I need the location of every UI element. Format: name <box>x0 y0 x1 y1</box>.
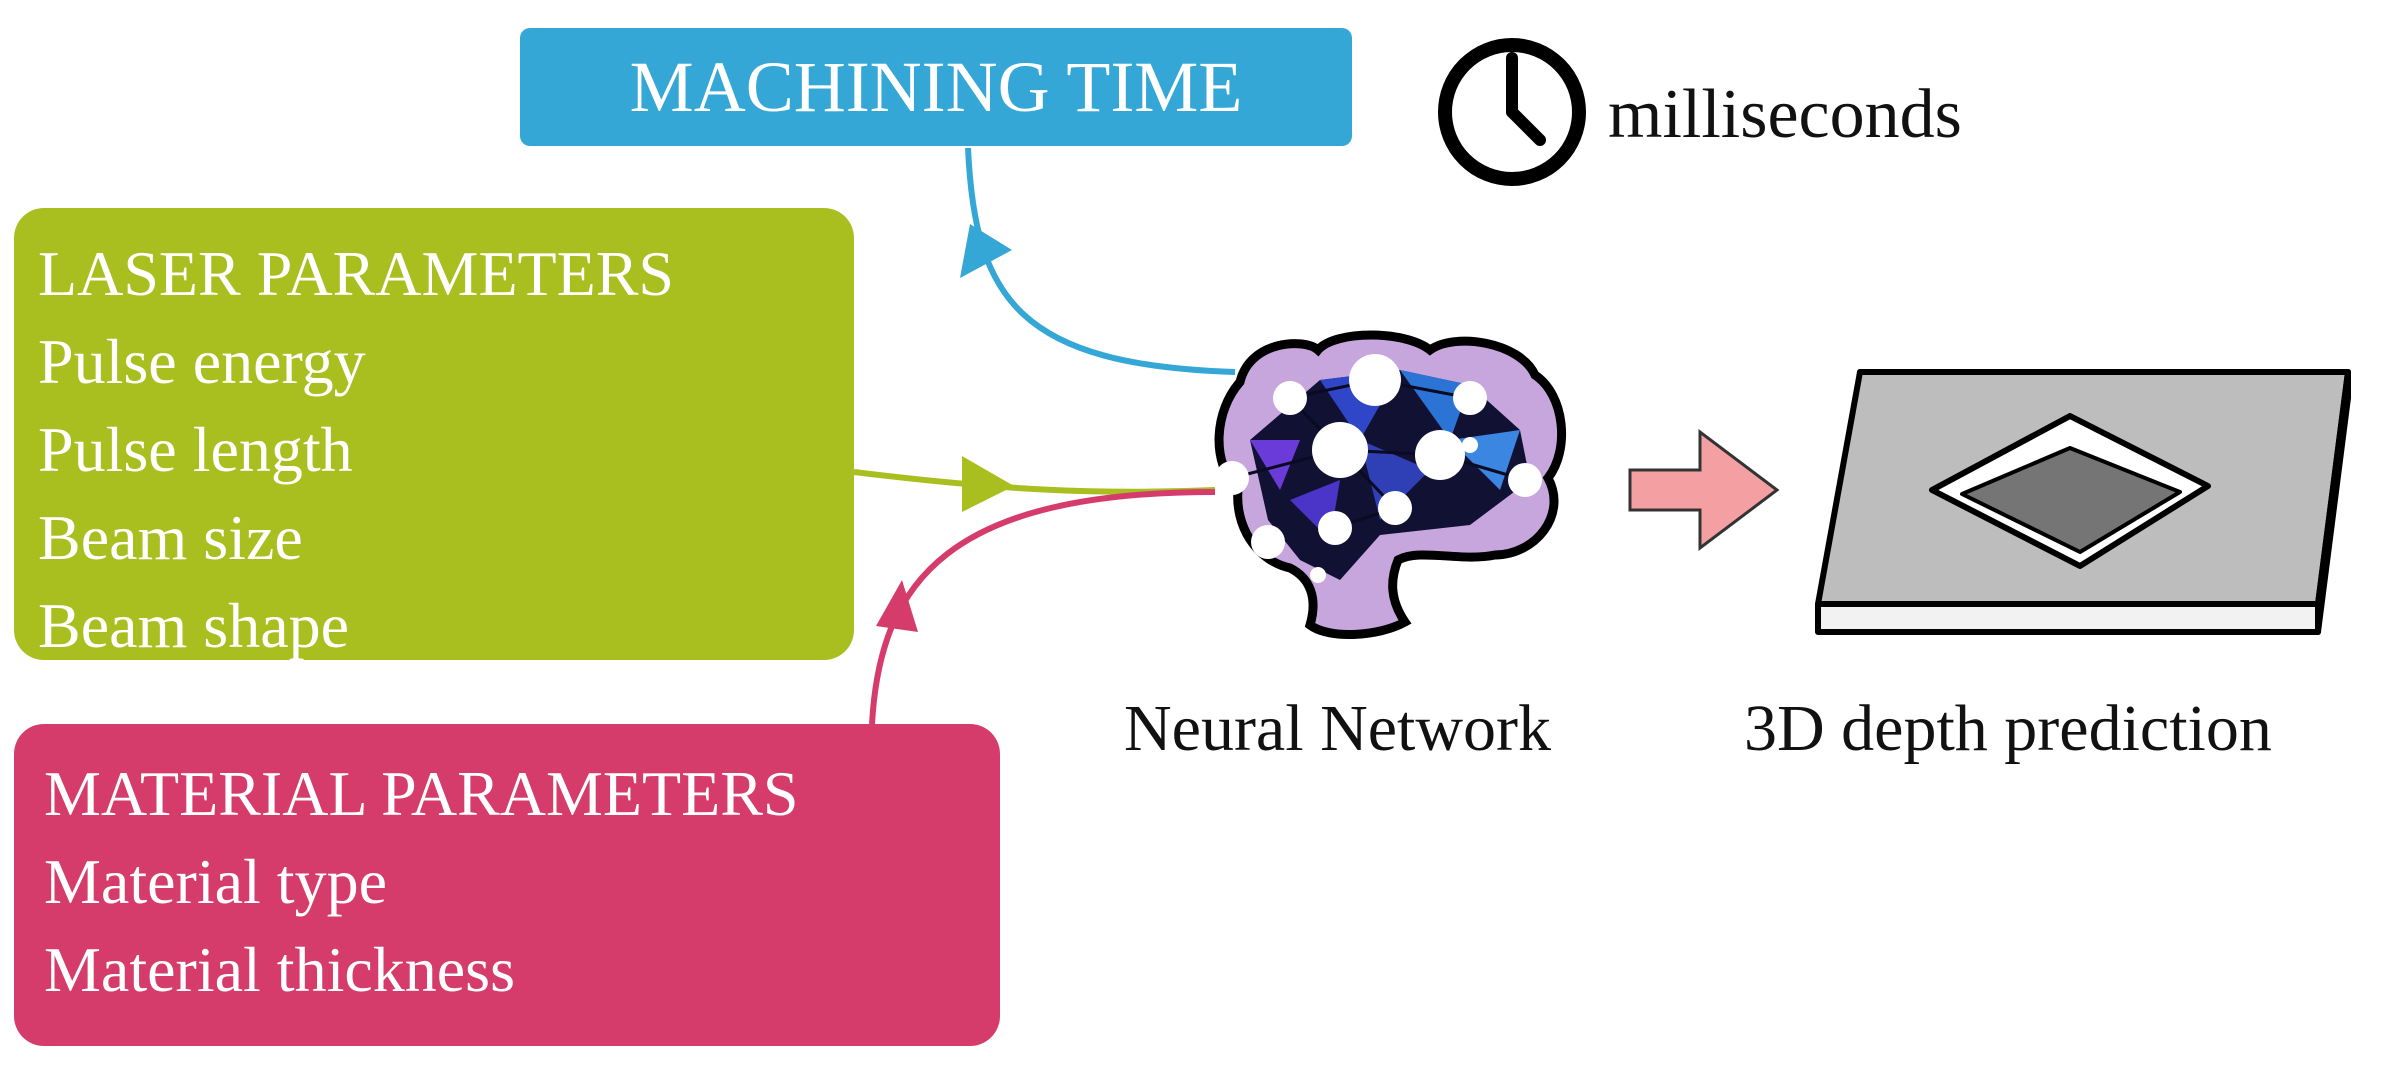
time-connector <box>965 147 1236 375</box>
laser-parameter-item: Beam size <box>38 502 303 573</box>
laser-parameter-item: Pulse energy <box>38 326 366 397</box>
clock-icon <box>1438 38 1586 186</box>
material-connector <box>869 489 1216 725</box>
laser-arrowhead <box>962 456 1014 512</box>
time-arrowhead <box>960 224 1012 278</box>
laser-connector <box>853 469 1216 495</box>
depth-block-icon <box>1815 369 2351 635</box>
machining-time-title: MACHINING TIME <box>629 47 1243 127</box>
machining-time-box: MACHINING TIME <box>520 28 1352 146</box>
material-parameters-box: MATERIAL PARAMETERS Material type Materi… <box>14 724 1000 1046</box>
output-arrow <box>1628 428 1780 552</box>
brain-network-icon <box>1214 330 1567 640</box>
laser-parameter-item: Pulse length <box>38 414 353 485</box>
neural-network-label: Neural Network <box>1124 692 1552 765</box>
laser-parameters-box: LASER PARAMETERS Pulse energy Pulse leng… <box>14 208 854 661</box>
material-parameter-item: Material thickness <box>44 934 515 1005</box>
material-arrowhead <box>876 580 918 632</box>
depth-prediction-label: 3D depth prediction <box>1744 692 2272 765</box>
laser-parameters-title: LASER PARAMETERS <box>38 238 674 309</box>
material-parameter-item: Material type <box>44 846 387 917</box>
milliseconds-label: milliseconds <box>1608 76 1962 153</box>
laser-parameter-item: Beam shape <box>38 590 349 661</box>
material-parameters-title: MATERIAL PARAMETERS <box>44 758 799 829</box>
